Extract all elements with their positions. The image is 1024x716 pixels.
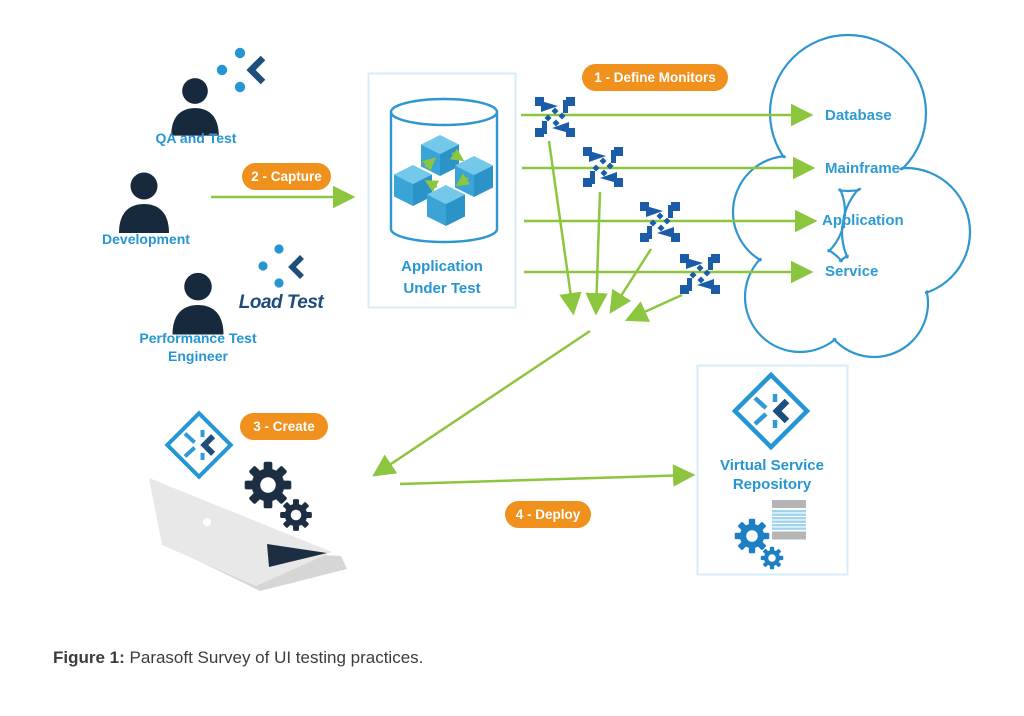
deploy-arrow xyxy=(399,464,696,487)
step-create-badge: 3 - Create xyxy=(240,413,328,440)
loadtest-icon xyxy=(258,244,304,288)
person-icon-development xyxy=(119,172,169,233)
monitor-down-arrow xyxy=(624,293,683,322)
cylinder-icon xyxy=(389,97,499,244)
aut-label: Application Under Test xyxy=(401,258,483,297)
qa-label: QA and Test xyxy=(155,130,237,146)
gear-icon xyxy=(244,461,292,509)
monitor-down-arrow xyxy=(547,140,582,316)
endpoint-service: Service xyxy=(825,263,879,280)
aut-cubes xyxy=(394,135,493,226)
step-define-monitors-badge: 1 - Define Monitors xyxy=(582,64,728,91)
development-label: Development xyxy=(102,231,190,247)
virtual-asset-file-icon xyxy=(772,500,806,540)
caption-text: Parasoft Survey of UI testing practices. xyxy=(124,648,424,667)
performance-label: Performance Test Engineer xyxy=(139,330,257,364)
figure-caption: Figure 1: Parasoft Survey of UI testing … xyxy=(53,648,423,668)
gear-icon xyxy=(734,518,770,554)
person-icon-qa xyxy=(171,78,219,136)
gear-icon xyxy=(280,499,312,531)
monitor-icon xyxy=(680,254,720,294)
step-capture-badge: 2 - Capture xyxy=(242,163,331,190)
monitor-down-arrow xyxy=(609,248,653,314)
loadtest-logo: Load Test xyxy=(238,292,324,313)
monitor-icon xyxy=(535,97,575,137)
repository-label: Virtual Service Repository xyxy=(720,457,824,493)
laptop-icon xyxy=(149,478,347,591)
endpoint-application: Application xyxy=(822,212,904,229)
cloud-icon xyxy=(731,33,972,359)
endpoint-database: Database xyxy=(825,107,892,124)
gear-icon xyxy=(760,546,784,570)
person-icon-performance xyxy=(172,272,224,335)
virtualize-diamond-icon xyxy=(167,413,230,476)
soatest-icon xyxy=(216,47,266,93)
create-arrow xyxy=(372,329,591,477)
caption-prefix: Figure 1: xyxy=(53,648,125,667)
monitor-down-arrow xyxy=(585,191,608,316)
step-deploy-badge: 4 - Deploy xyxy=(505,501,591,528)
endpoint-mainframe: Mainframe xyxy=(825,160,901,177)
